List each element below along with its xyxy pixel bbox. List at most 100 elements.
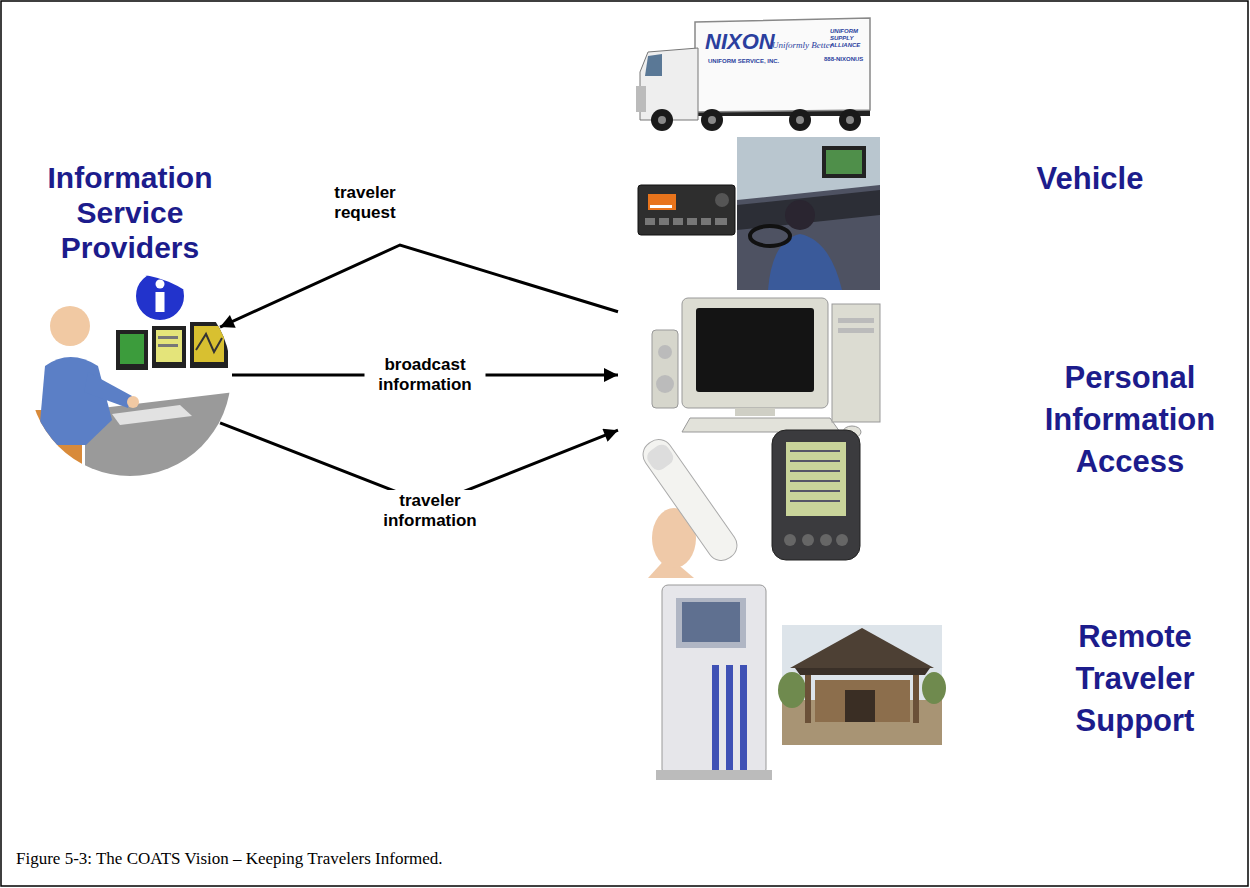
illustration-part [789,109,811,131]
illustration-part [687,218,697,225]
illustration-part [135,271,185,321]
category-label: Vehicle [985,158,1195,200]
illustration-part [768,234,842,290]
illustration-part [112,405,192,425]
illustration-part [737,137,880,290]
illustration-part [158,344,178,347]
illustration-part [156,292,165,312]
illustration-part [790,450,840,452]
illustration-part [116,330,148,370]
illustration-part [737,137,880,200]
illustration-part [737,190,880,230]
illustration-part [790,500,840,502]
figure-caption: Figure 5-3: The COATS Vision – Keeping T… [16,849,443,869]
truck-illustration [636,18,870,131]
illustration-part [638,434,743,566]
connector-label: broadcast information [365,354,486,396]
illustration-part [796,116,804,124]
illustration-part [832,304,880,422]
illustration-part [156,330,182,362]
telephone-illustration [638,434,743,578]
category-label: Remote Traveler Support [1030,616,1240,742]
illustration-part [785,200,815,230]
illustration-part [636,86,646,112]
illustration-part [662,585,766,775]
illustration-part [790,470,840,472]
illustration-part [652,330,678,408]
provider-circle [27,272,233,478]
provider-heading: Information Service Providers [10,160,250,265]
illustration-part [805,675,811,723]
illustration-part [708,116,716,124]
illustration-part [815,680,910,722]
illustration-part [790,460,840,462]
illustration-part [838,318,874,323]
illustration-part [750,226,790,246]
illustration-part [715,193,729,207]
illustration-part [795,668,930,675]
radio-illustration [638,185,735,235]
illustration-part [656,770,772,780]
truck-text: UNIFORM SUPPLY ALLIANCE [830,28,868,49]
illustration-part [648,194,676,210]
illustration-part [735,408,775,416]
illustration-part [726,665,733,770]
illustration-part [701,109,723,131]
illustration-part [682,602,740,642]
truck-text: 888-NIXONUS [824,56,863,63]
illustration-part [682,298,828,408]
illustration-part [826,150,862,174]
category-label: Personal Information Access [1025,357,1235,483]
illustration-part [676,598,746,648]
illustration-part [701,218,711,225]
illustration-part [846,116,854,124]
shelter-illustration [778,625,946,745]
illustration-part [839,109,861,131]
car-interior-illustration [737,137,880,290]
illustration-part [820,534,832,546]
illustration-part [194,326,224,362]
illustration-part [740,665,747,770]
illustration-part [658,345,672,359]
illustration-part [695,18,870,112]
illustration-part [778,672,806,708]
illustration-part [712,665,719,770]
illustration-part [158,336,178,339]
kiosk-illustration [656,585,772,780]
illustration-part [638,185,735,235]
illustration-part [784,534,796,546]
illustration-part [673,218,683,225]
illustration-part [638,434,743,566]
illustration-part [790,490,840,492]
illustration-part [156,280,165,289]
truck-logo: NIXON [705,30,775,54]
illustration-part [152,326,186,368]
illustration-part [786,442,846,516]
illustration-part [845,690,875,722]
truck-slogan: Uniformly Better [772,40,833,50]
connector-label: traveler request [305,182,426,224]
illustration-part [645,54,662,76]
illustration-part [196,334,222,352]
illustration-part [822,146,866,178]
illustration-part [838,328,874,333]
traveler-devices-panel: VehiclePersonal Information AccessRemote… [618,55,965,795]
illustration-part [659,218,669,225]
illustration-part [190,322,228,368]
truck-text: UNIFORM SERVICE, INC. [708,58,779,65]
panel-shape [618,55,965,795]
provider-circle-outline [29,274,232,477]
illustration-part [50,306,90,346]
connector-label: traveler information [370,490,491,532]
illustration-part [802,534,814,546]
illustration-part [913,675,919,723]
illustration-part [790,480,840,482]
illustration-part [127,396,139,408]
illustration-part [790,628,934,668]
illustration-part [782,625,942,745]
illustration-part [656,375,674,393]
illustration-part [696,308,814,392]
illustration-part [38,357,112,445]
